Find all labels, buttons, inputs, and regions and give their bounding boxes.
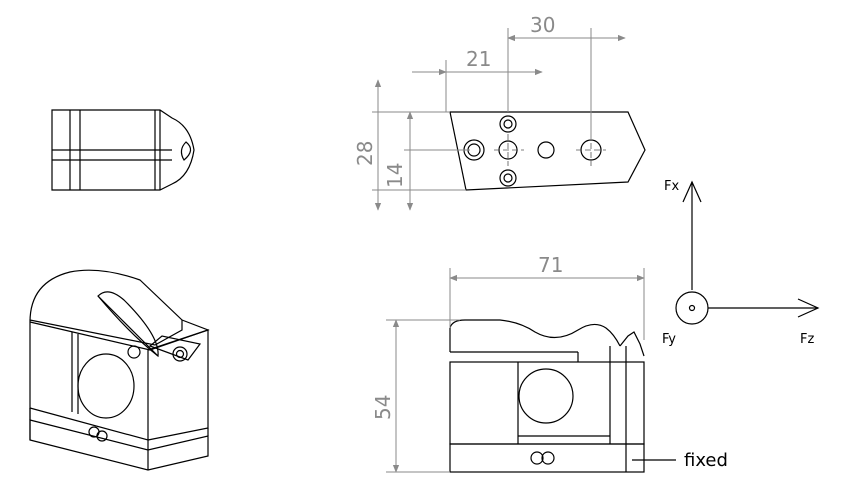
dimension-28: 28 <box>353 141 377 166</box>
dimension-14: 14 <box>383 163 407 188</box>
force-axes: Fx Fy Fz <box>662 179 820 347</box>
force-fz-label: Fz <box>800 332 814 347</box>
top-view-dimensions: 30 21 28 14 <box>353 13 626 211</box>
fixed-support: fixed <box>632 450 728 471</box>
fixed-label: fixed <box>684 450 728 471</box>
force-fy-label: Fy <box>662 332 676 347</box>
dimension-21: 21 <box>466 47 491 71</box>
side-view <box>51 109 195 191</box>
isometric-view <box>29 269 210 471</box>
dimension-71: 71 <box>538 253 563 277</box>
dimension-30: 30 <box>530 13 555 37</box>
dimension-54: 54 <box>371 395 395 420</box>
front-view <box>449 319 645 473</box>
force-fx-label: Fx <box>664 179 679 194</box>
front-view-dimensions: 71 54 <box>371 253 645 473</box>
top-view <box>449 111 646 191</box>
